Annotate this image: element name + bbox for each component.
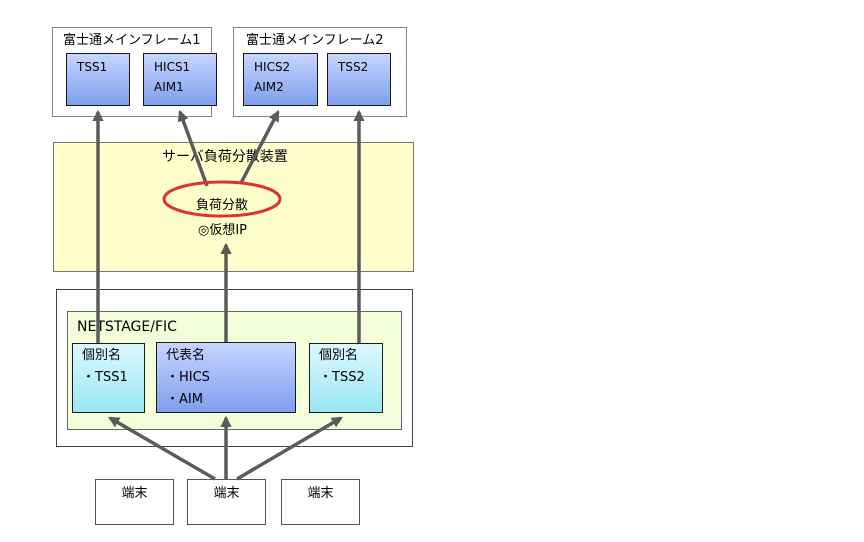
virtual-ip-label: ◎仮想IP xyxy=(198,223,248,238)
netstage-right-item: ・TSS2 xyxy=(319,370,365,385)
mainframe-2-tss-box: TSS2 xyxy=(327,53,391,106)
mainframe-1-hics-box: HICS1 AIM1 xyxy=(143,53,217,106)
mainframe-2-hics-box: HICS2 AIM2 xyxy=(243,53,318,106)
terminal-center: 端末 xyxy=(187,479,266,525)
arrow-term-left-to-ns-left xyxy=(108,416,216,481)
mainframe-1-hics-label: HICS1 xyxy=(154,60,191,74)
mainframe-1-tss-box: TSS1 xyxy=(66,53,130,106)
mainframe-2-title: 富士通メインフレーム2 xyxy=(246,33,384,48)
load-balancer-box: サーバ負荷分散装置 負荷分散 ◎仮想IP xyxy=(53,142,414,272)
netstage-left-heading: 個別名 xyxy=(82,348,122,363)
load-balance-ellipse xyxy=(162,180,282,218)
netstage-right-box: 個別名 ・TSS2 xyxy=(309,343,383,413)
netstage-center-item-hics: ・HICS xyxy=(166,370,210,385)
mainframe-2-tss-label: TSS2 xyxy=(338,60,369,74)
arrow-lb-to-hics2 xyxy=(239,110,280,184)
netstage-right-heading: 個別名 xyxy=(319,348,359,363)
mainframe-1-title: 富士通メインフレーム1 xyxy=(63,33,201,48)
terminal-left: 端末 xyxy=(95,479,174,525)
mainframe-1-tss-label: TSS1 xyxy=(77,60,108,74)
netstage-left-box: 個別名 ・TSS1 xyxy=(72,343,145,413)
netstage-center-box: 代表名 ・HICS ・AIM xyxy=(156,342,296,413)
netstage-title: NETSTAGE/FIC xyxy=(77,319,177,335)
arrow-lb-to-hics1 xyxy=(177,109,209,187)
netstage-center-item-aim: ・AIM xyxy=(166,392,203,407)
mainframe-2-hics-label: HICS2 xyxy=(254,60,291,74)
arrow-term-right-to-ns-right xyxy=(236,416,343,481)
load-balance-label: 負荷分散 xyxy=(196,198,249,213)
netstage-center-heading: 代表名 xyxy=(166,348,206,363)
mainframe-2-aim-label: AIM2 xyxy=(254,80,284,94)
netstage-left-item: ・TSS1 xyxy=(82,370,128,385)
mainframe-1-aim-label: AIM1 xyxy=(154,80,184,94)
terminal-right: 端末 xyxy=(281,479,360,525)
